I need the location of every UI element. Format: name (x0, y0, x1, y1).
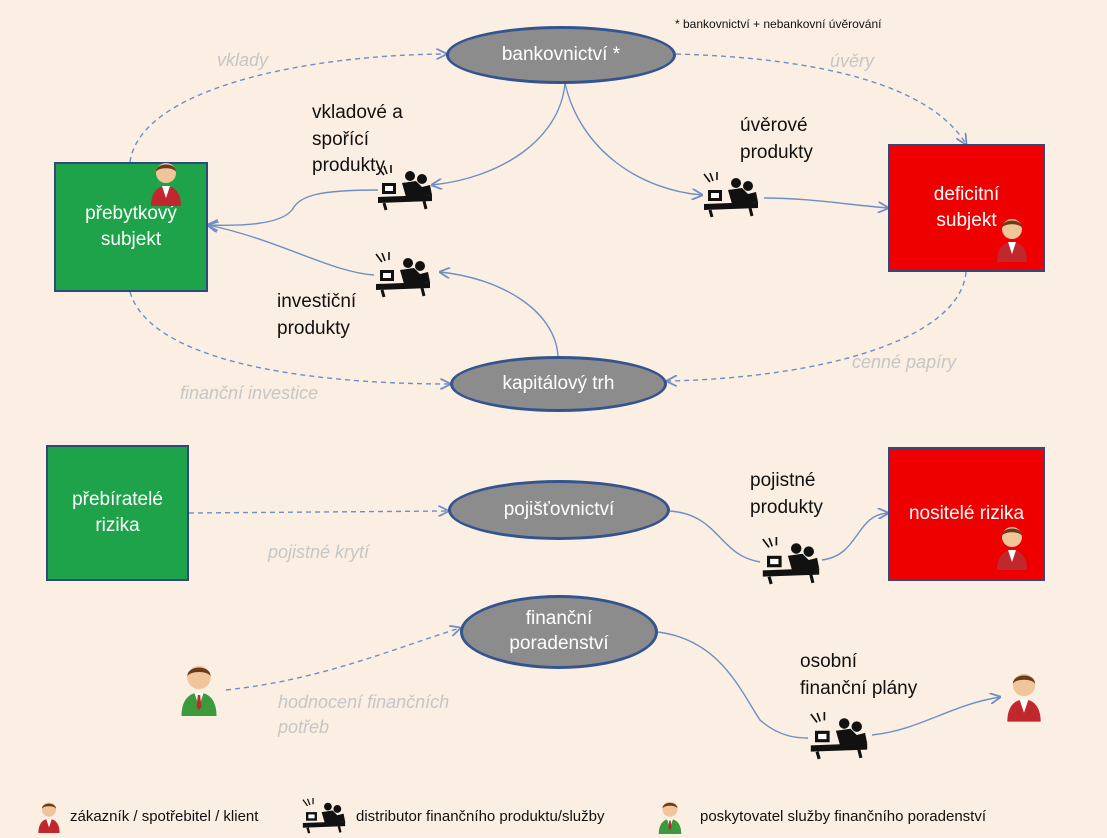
legend-advisor: poskytovatel služby finančního poradenst… (656, 798, 986, 834)
bank-to-loan-arrow (564, 82, 702, 195)
person-red-icon (151, 163, 181, 206)
person-red-icon (997, 527, 1027, 570)
node-deficit-subject: deficitní subjekt (888, 144, 1045, 272)
legend-customer-label: zákazník / spotřebitel / klient (70, 807, 259, 825)
loan-to-deficit-arrow (763, 197, 888, 208)
legend-distributor: distributor finančního produktu/služby (300, 798, 604, 834)
flow-label-needs: hodnocení finančních potřeb (278, 692, 450, 738)
flow-investments-arrow (129, 291, 450, 384)
flow-needs-arrow (225, 628, 460, 691)
distributor-desk-icon (810, 712, 868, 760)
capital-to-investment-arrow (440, 272, 559, 357)
distributor-desk-icon (377, 165, 432, 211)
footnote: * bankovnictví + nebankovní úvěrování (675, 17, 882, 31)
flow-label-securities: cenné papíry (852, 352, 957, 372)
flow-loans-arrow (675, 53, 966, 144)
node-risk-takers: přebíratelé rizika (46, 445, 189, 581)
node-surplus-subject: přebytkový subjekt (54, 162, 208, 292)
legend-customer: zákazník / spotřebitel / klient (36, 798, 258, 834)
plans-to-person-arrow (871, 697, 1000, 736)
person-red-icon (997, 219, 1027, 262)
label-investment-products: investiční produkty (277, 291, 357, 339)
flow-label-deposits: vklady (217, 50, 269, 70)
person-green-icon (181, 665, 217, 716)
label-loan-products: úvěrové produkty (740, 115, 813, 163)
deposit-to-surplus-arrow (208, 189, 379, 225)
distributor-desk-icon (375, 252, 430, 298)
label-financial-plans: osobní finanční plány (800, 651, 918, 699)
distributor-desk-icon (703, 172, 758, 218)
person-red-icon (1007, 673, 1041, 722)
flow-label-coverage: pojistné krytí (268, 542, 370, 562)
node-bank: bankovnictví * (446, 26, 676, 84)
node-capital-market: kapitálový trh (450, 356, 667, 412)
person-red-icon (38, 802, 60, 833)
flow-deposits-arrow (129, 54, 446, 163)
flow-coverage-arrow (188, 511, 448, 513)
flow-label-investments: finanční investice (180, 383, 319, 403)
investment-to-surplus-arrow (208, 225, 375, 276)
distributor-desk-icon (762, 537, 820, 585)
advisory-to-plans-arrow (657, 631, 809, 739)
label-insurance-products: pojistné produkty (750, 470, 823, 518)
label-deposit-products: vkladové a spořící produkty (312, 102, 403, 177)
legend-advisor-label: poskytovatel služby finančního poradenst… (700, 807, 987, 825)
distributor-desk-icon (302, 798, 346, 834)
person-green-icon (658, 801, 682, 834)
legend-distributor-label: distributor finančního produktu/služby (356, 807, 605, 825)
flow-label-loans: úvěry (830, 51, 875, 71)
product-to-bearers-arrow (821, 513, 888, 561)
node-insurance: pojišťovnictví (448, 480, 670, 540)
bank-to-deposit-arrow (432, 82, 566, 185)
flow-securities-arrow (667, 271, 967, 381)
node-advisory: finanční poradenství (460, 595, 658, 669)
insurance-to-product-arrow (669, 510, 761, 563)
